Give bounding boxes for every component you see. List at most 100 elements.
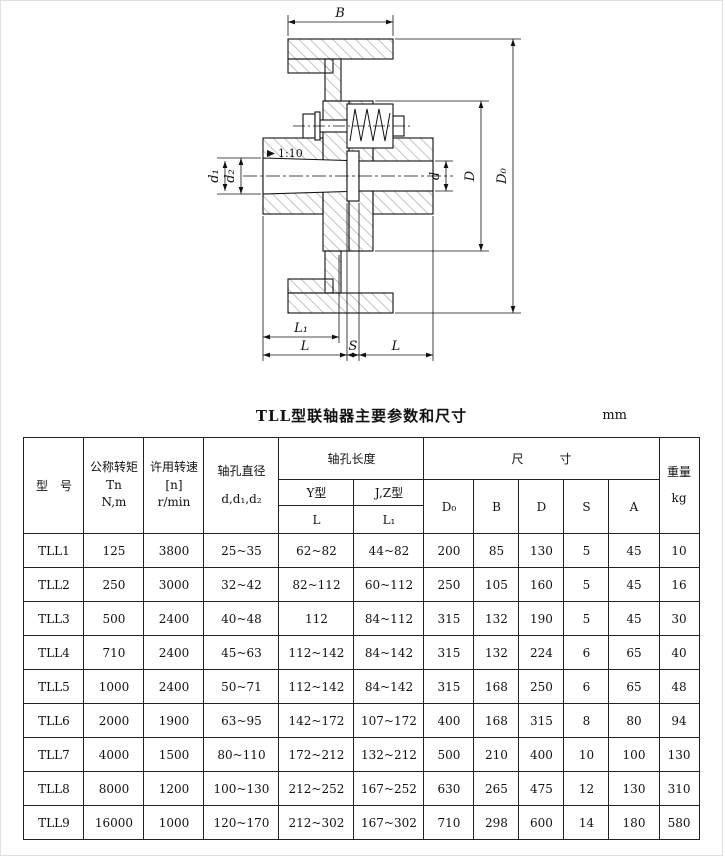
- taper-arrow-icon: [267, 150, 275, 157]
- table-cell: 500: [423, 737, 475, 772]
- col-header-torque: 公称转矩 Tn N,m: [83, 437, 145, 534]
- header-line: 重量: [667, 465, 692, 480]
- col-header-y-type: Y型: [278, 479, 355, 506]
- table-cell: 475: [518, 771, 565, 806]
- table-cell: 8: [563, 703, 610, 738]
- col-header-L1: L₁: [353, 505, 425, 534]
- table-cell: 50~71: [203, 669, 280, 704]
- table-cell: 132: [473, 601, 520, 636]
- dim-label-D0: D₀: [495, 167, 510, 184]
- table-cell: 100: [608, 737, 660, 772]
- table-cell: 580: [658, 805, 700, 840]
- table-cell: 400: [423, 703, 475, 738]
- table-cell: 25~35: [203, 533, 280, 568]
- table-cell: 84~142: [353, 635, 425, 670]
- table-cell: 82~112: [278, 567, 355, 602]
- table-cell: 500: [83, 601, 145, 636]
- table-cell: 315: [423, 635, 475, 670]
- dim-label-L-left: L: [300, 339, 310, 354]
- table-cell: 40: [658, 635, 700, 670]
- shaft-bores: [262, 150, 434, 202]
- model-cell: TLL7: [23, 737, 85, 772]
- header-line: r/min: [157, 495, 191, 510]
- table-cell: 400: [518, 737, 565, 772]
- table-cell: 10: [563, 737, 610, 772]
- table-cell: 8000: [83, 771, 145, 806]
- table-cell: 250: [83, 567, 145, 602]
- col-header-weight: 重量 kg: [658, 437, 700, 534]
- table-cell: 130: [658, 737, 700, 772]
- table-cell: 132~212: [353, 737, 425, 772]
- table-cell: 1000: [143, 805, 205, 840]
- table-cell: 125: [83, 533, 145, 568]
- table-cell: 45: [608, 567, 660, 602]
- col-header-jz-type: J,Z型: [353, 479, 425, 506]
- unit-label: mm: [602, 408, 627, 423]
- table-cell: 100~130: [203, 771, 280, 806]
- table-cell: 10: [658, 533, 700, 568]
- table-cell: 1900: [143, 703, 205, 738]
- table-cell: 44~82: [353, 533, 425, 568]
- col-header-D: D: [518, 479, 565, 534]
- table-cell: 45~63: [203, 635, 280, 670]
- table-cell: 40~48: [203, 601, 280, 636]
- table-cell: 224: [518, 635, 565, 670]
- table-cell: 2400: [143, 635, 205, 670]
- table-cell: 168: [473, 703, 520, 738]
- table-cell: 315: [518, 703, 565, 738]
- model-cell: TLL1: [23, 533, 85, 568]
- bottom-extension-lines: [262, 203, 434, 361]
- table-cell: 16: [658, 567, 700, 602]
- dim-label-d2: d₂: [223, 169, 238, 183]
- table-cell: 190: [518, 601, 565, 636]
- dim-D: [375, 100, 489, 252]
- table-cell: 1000: [83, 669, 145, 704]
- table-cell: 250: [518, 669, 565, 704]
- model-cell: TLL6: [23, 703, 85, 738]
- dim-B: [287, 15, 394, 36]
- table-cell: 3800: [143, 533, 205, 568]
- col-group-dimensions: 尺 寸: [423, 437, 660, 480]
- spring-element: [349, 108, 391, 142]
- table-cell: 200: [423, 533, 475, 568]
- table-cell: 16000: [83, 805, 145, 840]
- table-cell: 710: [83, 635, 145, 670]
- header-row-1: 型 号 公称转矩 Tn N,m 许用转速 [n] r/min 轴孔直径 d,d₁…: [23, 437, 700, 534]
- header-row-2: Y型 J,Z型 D₀ B D S A: [24, 479, 699, 534]
- table-title-row: TLL型联轴器主要参数和尺寸 mm: [1, 405, 722, 429]
- model-cell: TLL5: [23, 669, 85, 704]
- dim-label-d: d: [428, 172, 443, 180]
- model-cell: TLL9: [23, 805, 85, 840]
- header-line: Tn: [106, 477, 122, 492]
- table-cell: 2000: [83, 703, 145, 738]
- table-cell: 710: [423, 805, 475, 840]
- model-cell: TLL3: [23, 601, 85, 636]
- table-cell: 310: [658, 771, 700, 806]
- table-cell: 212~302: [278, 805, 355, 840]
- table-cell: 84~142: [353, 669, 425, 704]
- table-cell: 14: [563, 805, 610, 840]
- header-line: 轴孔直径: [217, 464, 266, 479]
- header-line: kg: [671, 490, 687, 505]
- dim-d: [435, 160, 453, 192]
- table-cell: 298: [473, 805, 520, 840]
- table-cell: 2400: [143, 601, 205, 636]
- header-line: 公称转矩: [89, 460, 138, 475]
- model-cell: TLL8: [23, 771, 85, 806]
- table-cell: 105: [473, 567, 520, 602]
- dim-label-D: D: [463, 170, 478, 182]
- table-cell: 210: [473, 737, 520, 772]
- table-cell: 120~170: [203, 805, 280, 840]
- col-header-A: A: [608, 479, 660, 534]
- table-cell: 315: [423, 601, 475, 636]
- table-cell: 160: [518, 567, 565, 602]
- table-cell: 112~142: [278, 635, 355, 670]
